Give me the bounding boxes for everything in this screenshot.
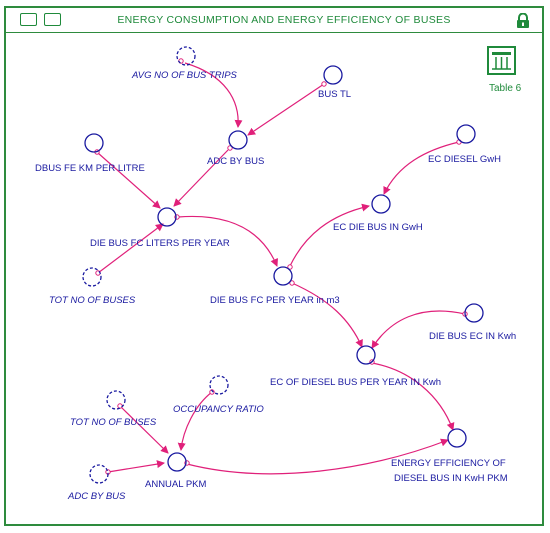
page-title: ENERGY CONSUMPTION AND ENERGY EFFICIENCY… [117, 14, 451, 26]
label-occupancy: OCCUPANCY RATIO [173, 404, 264, 415]
link-dots [94, 58, 468, 475]
label-tot-buses-1: TOT NO OF BUSES [49, 295, 136, 306]
arrow-fcliters-m3[interactable] [177, 215, 278, 267]
arrow-ecdiesel-ecdiebus[interactable] [383, 141, 460, 195]
arrow-ec-kwh-ecdieselbus[interactable] [371, 310, 466, 349]
label-adc-by-bus: ADC BY BUS [207, 156, 264, 167]
label-energy-eff-1: ENERGY EFFICIENCY OF [391, 458, 506, 469]
node-tot-buses-2[interactable] [106, 390, 126, 410]
arrow-occupancy-pkm[interactable] [177, 391, 213, 451]
lock-icon[interactable] [516, 13, 530, 28]
node-fc-liters[interactable] [157, 207, 177, 227]
label-fc-liters: DIE BUS FC LITERS PER YEAR [90, 238, 230, 249]
node-adc-by-bus[interactable] [228, 130, 248, 150]
arrow-ecdieselbus-eff[interactable] [371, 362, 455, 431]
arrow-bustl-adc[interactable] [247, 83, 325, 136]
table-view-icon[interactable] [20, 13, 37, 26]
node-dbus-fe[interactable] [84, 133, 104, 153]
arrow-m3-ecdiebus[interactable] [289, 203, 370, 267]
label-tot-buses-2: TOT NO OF BUSES [70, 417, 157, 428]
node-energy-eff[interactable] [447, 428, 467, 448]
label-ec-diesel-gwh: EC DIESEL GwH [428, 154, 501, 165]
connectors [97, 62, 466, 475]
arrow-adc-fcliters[interactable] [173, 149, 229, 207]
label-fc-m3: DIE BUS FC PER YEAR in m3 [210, 295, 340, 306]
label-energy-eff-2: DIESEL BUS IN KwH PKM [394, 473, 508, 484]
node-ec-diesel-gwh[interactable] [456, 124, 476, 144]
node-tot-buses-1[interactable] [82, 267, 102, 287]
arrow-buses-fcliters[interactable] [97, 223, 164, 274]
title-bar: ENERGY CONSUMPTION AND ENERGY EFFICIENCY… [6, 8, 542, 33]
label-adc-by-bus-2: ADC BY BUS [67, 491, 126, 502]
arrow-fe-fcliters[interactable] [97, 152, 161, 209]
table-label[interactable]: Table 6 [489, 83, 522, 94]
arrow-m3-ecdieselbus[interactable] [291, 282, 363, 348]
label-avg-trips: AVG NO OF BUS TRIPS [131, 70, 238, 81]
label-die-bus-ec-kwh: DIE BUS EC IN Kwh [429, 331, 516, 342]
node-ec-die-bus-gwh[interactable] [371, 194, 391, 214]
label-ec-diesel-bus: EC OF DIESEL BUS PER YEAR IN Kwh [270, 377, 441, 388]
node-occupancy[interactable] [209, 375, 229, 395]
node-die-bus-ec-kwh[interactable] [464, 303, 484, 323]
label-dbus-fe: DBUS FE KM PER LITRE [35, 163, 145, 174]
arrow-adc2-pkm[interactable] [107, 460, 165, 473]
node-annual-pkm[interactable] [167, 452, 187, 472]
node-fc-m3[interactable] [273, 266, 293, 286]
label-bus-tl: BUS TL [318, 89, 351, 100]
node-bus-tl[interactable] [323, 65, 343, 85]
label-ec-die-bus-gwh: EC DIE BUS IN GwH [333, 222, 423, 233]
node-adc-by-bus-2[interactable] [89, 464, 109, 484]
label-annual-pkm: ANNUAL PKM [145, 479, 206, 490]
grid-view-icon[interactable] [44, 13, 61, 26]
table-icon[interactable] [487, 46, 516, 75]
arrow-trips-adc[interactable] [184, 62, 243, 128]
arrow-buses2-pkm[interactable] [120, 406, 169, 454]
node-avg-trips[interactable] [176, 46, 196, 66]
arrow-pkm-eff[interactable] [186, 438, 449, 475]
node-ec-diesel-bus[interactable] [356, 345, 376, 365]
